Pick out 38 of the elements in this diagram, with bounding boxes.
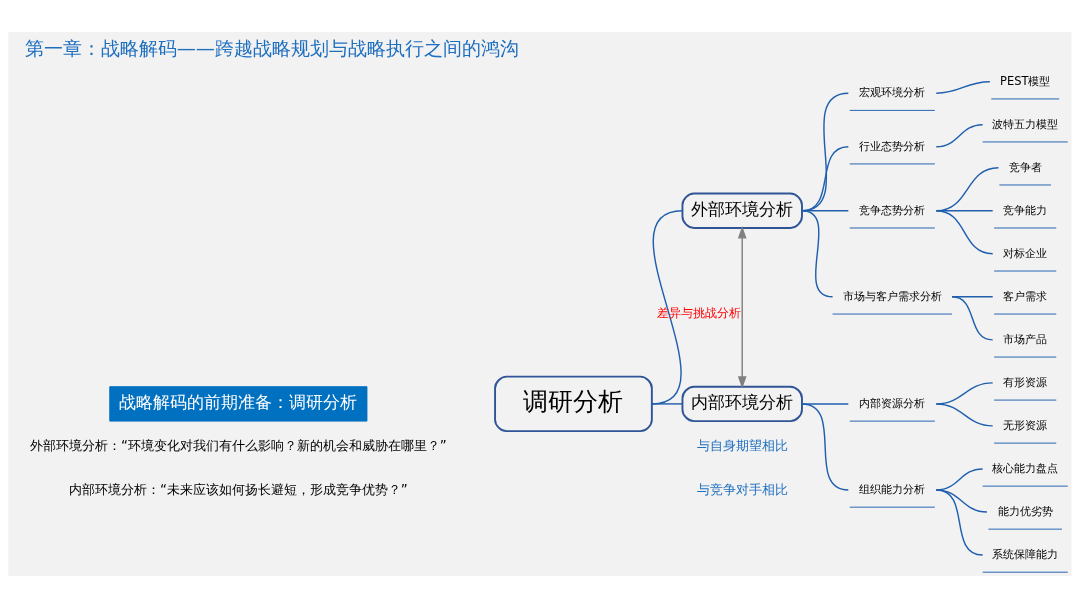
node-text: 内部资源分析 [859, 395, 926, 410]
node-text: 竞争者 [1008, 159, 1042, 174]
node-box: 外部环境分析 [681, 192, 803, 229]
arrow [737, 226, 747, 389]
node-text: 波特五力模型 [992, 116, 1059, 131]
node-text: 有形资源 [1003, 374, 1048, 389]
connector [935, 403, 994, 427]
node-text: 能力优劣势 [997, 503, 1053, 518]
connector [935, 210, 994, 255]
label: 内部环境分析：“未来应该如何扬长避短，形成竞争优势？” [68, 481, 408, 497]
label: 与自身期望相比 [696, 438, 788, 454]
connector [801, 210, 834, 298]
connector [801, 403, 850, 491]
node-text: PEST模型 [999, 73, 1051, 88]
connector [935, 124, 984, 148]
node-text: 组织能力分析 [859, 481, 926, 496]
connector [951, 296, 994, 341]
node-text: 宏观环境分析 [859, 85, 926, 100]
connector [651, 403, 684, 405]
node-text: 无形资源 [1003, 417, 1048, 432]
node-text: 市场产品 [1003, 331, 1048, 346]
connector [935, 81, 991, 94]
node-text: 竞争能力 [1003, 202, 1048, 217]
node-text: 核心能力盘点 [992, 460, 1059, 475]
label: 外部环境分析：“环境变化对我们有什么影响？新的机会和威胁在哪里？” [29, 438, 447, 454]
label: 与竞争对手相比 [696, 481, 788, 497]
node-text: 市场与客户需求分析 [842, 288, 942, 303]
connector [651, 210, 684, 405]
node-box: 调研分析 [494, 375, 653, 433]
connector [935, 489, 984, 556]
node-text: 行业态势分析 [859, 138, 926, 153]
node-text: 竞争态势分析 [859, 202, 926, 217]
node-text: 系统保障能力 [992, 546, 1059, 561]
node-box: 内部环境分析 [681, 385, 803, 423]
diagram-title: 第一章：战略解码——跨越战略规划与战略执行之间的鸿沟 [24, 36, 519, 60]
node-box: 战略解码的前期准备：调研分析 [109, 386, 368, 422]
node-text: 客户需求 [1003, 288, 1048, 303]
node-text: 对标企业 [1003, 245, 1048, 260]
